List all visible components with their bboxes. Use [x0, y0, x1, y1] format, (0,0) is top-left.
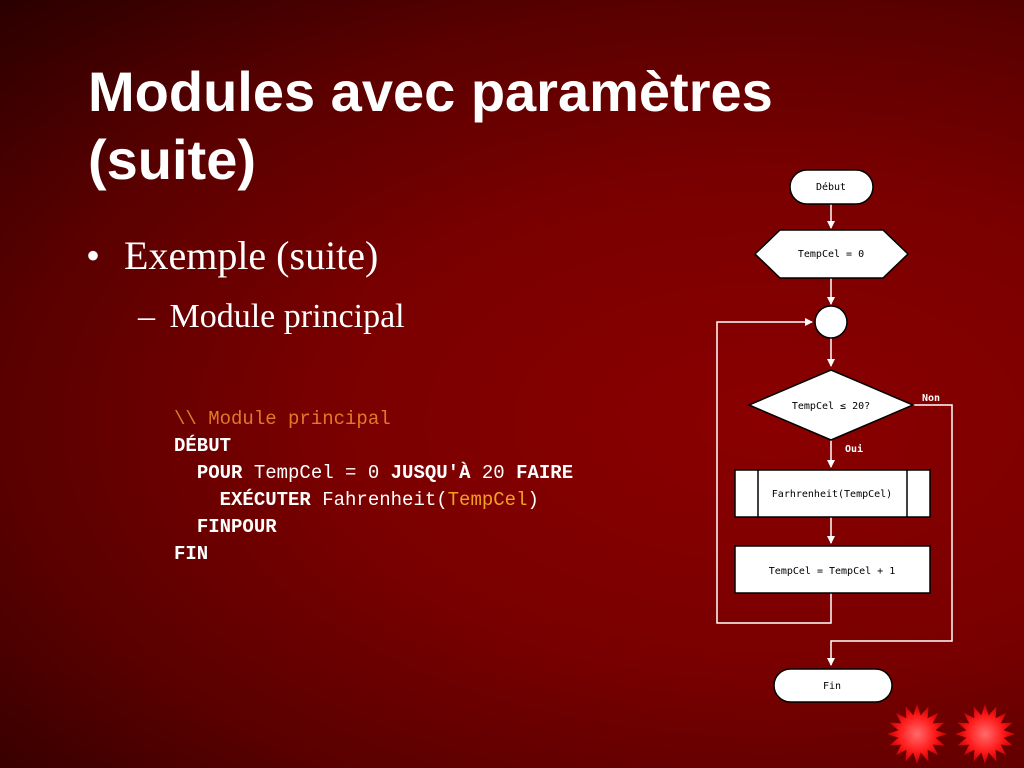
- arrow-loop-back: [716, 318, 832, 624]
- flowchart-end-node: Fin: [773, 668, 893, 703]
- flowchart-increment-label: TempCel = TempCel + 1: [769, 566, 895, 577]
- flowchart-connectors: [716, 204, 953, 666]
- code-comment: \\ Module principal: [174, 408, 391, 430]
- code-keyword-pour: POUR: [196, 462, 243, 484]
- code-line-debut: DÉBUT: [174, 433, 573, 460]
- code-keyword-debut: DÉBUT: [174, 435, 232, 457]
- flowchart-condition-label: TempCel ≤ 20?: [792, 401, 870, 412]
- code-line-fin: FIN: [174, 541, 573, 568]
- flowchart-start-node: Début: [789, 169, 874, 205]
- flowchart-no-label: Non: [922, 393, 940, 404]
- flowchart-junction: [814, 305, 848, 339]
- code-call-arg: TempCel: [447, 489, 528, 511]
- flowchart-init-node: TempCel = 0: [753, 229, 910, 279]
- bullet-level1-text: Exemple (suite): [124, 233, 379, 278]
- starburst-icon: [955, 704, 1015, 764]
- code-line-pour: POUR TempCel = 0 JUSQU'À 20 FAIRE: [174, 460, 573, 487]
- flowchart-module-call-label: Farhrenheit(TempCel): [772, 489, 892, 500]
- code-loop-init: TempCel = 0: [242, 462, 391, 484]
- flowchart-init-label: TempCel = 0: [798, 249, 864, 260]
- bullet-level1: • Exemple (suite): [86, 232, 378, 280]
- flowchart-increment-node: TempCel = TempCel + 1: [734, 545, 931, 594]
- starburst-icon: [887, 704, 947, 764]
- flowchart-end-label: Fin: [823, 681, 841, 692]
- code-line-finpour: FINPOUR: [174, 514, 573, 541]
- flowchart-module-call-node: Farhrenheit(TempCel): [734, 469, 931, 518]
- bullet-dash: –: [138, 298, 155, 335]
- code-call-suffix: ): [527, 489, 539, 511]
- code-keyword-finpour: FINPOUR: [196, 516, 277, 538]
- bullet-level2: – Module principal: [138, 296, 405, 338]
- slide-title: Modules avec paramètres (suite): [88, 60, 773, 191]
- flowchart-condition-node: TempCel ≤ 20?: [747, 369, 915, 441]
- code-keyword-executer: EXÉCUTER: [219, 489, 311, 511]
- arrow-condition-no: [827, 404, 953, 666]
- flowchart-yes-label: Oui: [845, 443, 863, 455]
- code-limit: 20: [470, 462, 517, 484]
- bullet-level2-text: Module principal: [169, 298, 405, 335]
- code-line-executer: EXÉCUTER Fahrenheit(TempCel): [174, 487, 573, 514]
- code-keyword-faire: FAIRE: [516, 462, 574, 484]
- code-line-comment: \\ Module principal: [174, 406, 573, 433]
- code-call-prefix: Fahrenheit(: [310, 489, 448, 511]
- flowchart-start-label: Début: [816, 181, 846, 193]
- bullet-dot: •: [86, 233, 101, 278]
- pseudo-code-block: \\ Module principal DÉBUT POUR TempCel =…: [174, 406, 573, 568]
- code-keyword-fin: FIN: [174, 543, 209, 565]
- code-keyword-jusqua: JUSQU'À: [390, 462, 471, 484]
